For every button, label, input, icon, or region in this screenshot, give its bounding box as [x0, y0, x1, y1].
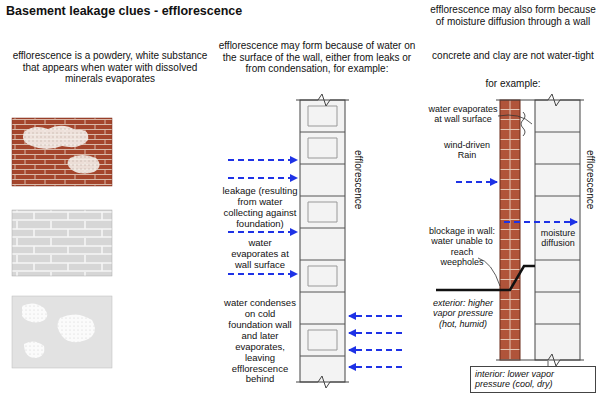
exterior-label: exterior: higher vapor pressure (hot, hu…: [428, 298, 498, 329]
definition-text: efflorescence is a powdery, white substa…: [12, 50, 208, 85]
efflorescence-label: efflorescence: [353, 150, 365, 209]
rain-label: wind-driven Rain: [438, 140, 496, 161]
note-text: for example:: [428, 78, 598, 90]
condensation-label: water condenses on cold foundation wall …: [222, 298, 298, 385]
diffusion-label: moisture diffusion: [536, 228, 580, 249]
column-heading: efflorescence may also form because of m…: [428, 4, 598, 27]
efflorescence-label: efflorescence: [585, 150, 597, 209]
note-text: concrete and clay are not water-tight: [428, 50, 598, 62]
leakage-label: leakage (resulting from water collecting…: [222, 186, 298, 230]
info-box: interior: lower vapor pressure (cool, dr…: [470, 366, 596, 393]
box-text: interior: lower vapor pressure (cool, dr…: [475, 369, 591, 390]
evaporation-label: water evaporates at wall surface: [428, 104, 498, 125]
column-heading: efflorescence may form because of water …: [214, 40, 420, 75]
evaporation-label: water evaporates at wall surface: [226, 238, 294, 271]
diagram-title: Basement leakage clues - efflorescence: [6, 4, 242, 18]
blockage-label: blockage in wall: water unable to reach …: [428, 226, 496, 267]
